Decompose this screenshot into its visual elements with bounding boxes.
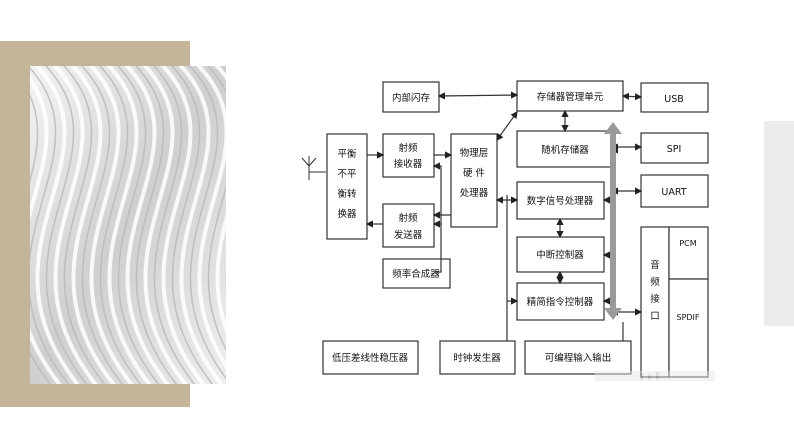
wave-stripe: [160, 66, 206, 384]
wave-stripe: [178, 66, 224, 384]
wave-stripe: [170, 66, 214, 384]
connection-lines: [365, 91, 643, 341]
block-pcm: PCM: [668, 226, 709, 280]
gpio-label: 可编程输入输出: [545, 352, 612, 364]
block-dsp: 数字信号处理器: [516, 181, 605, 220]
block-rf-transmitter: 射频 发送器: [382, 203, 435, 248]
interrupt-ctrl-label: 中断控制器: [536, 249, 584, 261]
side-panel: [764, 121, 794, 326]
block-gpio: 可编程输入输出: [524, 340, 632, 375]
rf-receiver-line-1: 射频: [398, 142, 418, 154]
dsp-label: 数字信号处理器: [527, 195, 594, 207]
block-balun: 平衡 不平 衡转 换器: [326, 133, 368, 240]
block-memory-mgmt: 存储器管理单元: [516, 80, 624, 112]
wave-stripe: [88, 66, 134, 384]
block-uart: UART: [640, 174, 709, 208]
block-rf-receiver: 射频 接收器: [382, 133, 435, 178]
pcm-label: PCM: [679, 239, 696, 248]
block-spi: SPI: [640, 132, 709, 164]
block-usb: USB: [640, 82, 709, 113]
internal-flash-label: 内部闪存: [392, 92, 431, 104]
audio-line-2: 频: [650, 276, 660, 288]
wave-stripe: [106, 66, 152, 384]
system-bus: [604, 122, 622, 320]
rf-receiver-line-2: 接收器: [394, 158, 423, 170]
wave-stripe: [206, 66, 226, 351]
wave-stripe: [52, 66, 98, 384]
wave-stripe: [116, 66, 160, 384]
block-spdif: SPDIF: [668, 278, 709, 378]
audio-line-1: 音: [650, 259, 660, 271]
wave-stripe: [80, 66, 124, 384]
wave-stripe: [70, 66, 116, 384]
balun-line-2: 不平: [337, 169, 357, 180]
abstract-architecture-photo: [30, 66, 226, 384]
block-clock-gen: 时钟发生器: [439, 340, 516, 375]
wave-stripe: [124, 66, 170, 384]
spi-label: SPI: [667, 144, 682, 155]
block-interrupt-ctrl: 中断控制器: [516, 236, 605, 273]
wave-stripe: [30, 67, 70, 384]
balun-line-1: 平衡: [337, 148, 357, 160]
block-phy-processor: 物理层 硬 件 处理器: [450, 133, 498, 228]
wave-stripe: [188, 66, 226, 380]
balun-line-3: 衡转: [337, 188, 357, 200]
block-audio-interface: 音 频 接 口: [640, 226, 670, 378]
wave-stripe: [62, 66, 106, 384]
usb-label: USB: [664, 94, 684, 105]
block-freq-synth: 频率合成器: [382, 258, 451, 289]
wave-stripe: [30, 94, 52, 384]
phy-line-3: 处理器: [460, 187, 489, 199]
block-ldo: 低压差线性稳压器: [322, 340, 419, 375]
wave-stripe: [142, 66, 188, 384]
wave-stripe: [98, 66, 142, 384]
wave-stripe: [30, 76, 62, 384]
wave-stripe: [134, 66, 178, 384]
audio-line-4: 口: [650, 311, 660, 322]
rf-transmitter-line-2: 发送器: [394, 229, 423, 241]
freq-synth-label: 频率合成器: [392, 268, 440, 280]
balun-line-4: 换器: [337, 208, 357, 220]
ldo-label: 低压差线性稳压器: [332, 352, 409, 364]
phy-line-2: 硬 件: [463, 167, 486, 179]
antenna-icon: [301, 156, 326, 180]
audio-line-3: 接: [650, 293, 660, 305]
wave-stripe: [34, 66, 80, 384]
block-risc-ctrl: 精简指令控制器: [516, 282, 605, 321]
wave-stripe: [44, 66, 88, 384]
clock-gen-label: 时钟发生器: [453, 352, 501, 364]
risc-ctrl-label: 精简指令控制器: [527, 296, 594, 308]
wave-stripe: [196, 66, 226, 369]
ram-label: 随机存储器: [541, 144, 589, 156]
block-internal-flash: 内部闪存: [382, 81, 440, 113]
memory-mgmt-label: 存储器管理单元: [537, 91, 604, 103]
spdif-label: SPDIF: [676, 313, 699, 322]
watermark-smudge: [595, 371, 715, 381]
wave-stripe: [152, 66, 196, 384]
rf-transmitter-line-1: 射频: [398, 212, 418, 224]
phy-line-1: 物理层: [460, 147, 489, 159]
uart-label: UART: [661, 187, 686, 198]
block-ram: 随机存储器: [516, 130, 614, 168]
